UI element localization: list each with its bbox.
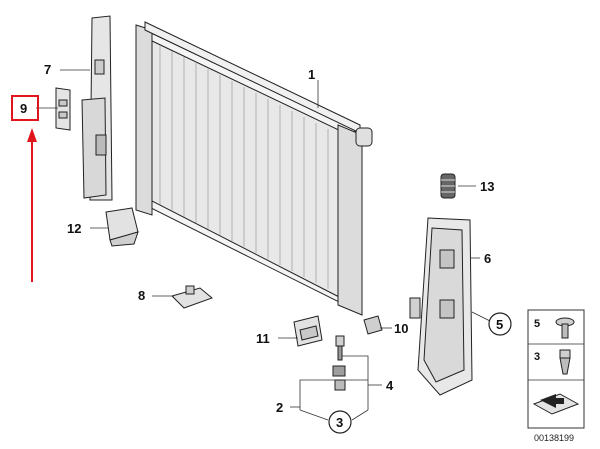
callout-10: 10	[394, 321, 408, 336]
diagram-code: 00138199	[534, 433, 574, 443]
circled-callout-3: 3	[328, 410, 352, 434]
left-bracket-part[interactable]	[81, 15, 113, 201]
holder-part-11[interactable]	[293, 315, 323, 347]
callout-1: 1	[308, 67, 315, 82]
screw-part-upper[interactable]	[335, 335, 345, 361]
pin-icon	[559, 349, 571, 375]
rubber-mount-part-13[interactable]	[440, 173, 456, 199]
clip-part-9[interactable]	[55, 87, 71, 131]
callout-4: 4	[386, 378, 394, 393]
highlight-arrow	[27, 128, 37, 282]
legend-label-3: 3	[534, 351, 540, 363]
callout-2: 2	[276, 400, 283, 415]
callout-9: 9	[20, 101, 27, 116]
highlight-box	[11, 95, 39, 121]
radiator-part[interactable]	[135, 21, 373, 316]
right-air-guide-part[interactable]	[409, 217, 473, 396]
leader-lines	[36, 69, 493, 421]
callout-12: 12	[67, 221, 81, 236]
callout-8: 8	[138, 288, 145, 303]
bracket-part-12[interactable]	[105, 207, 139, 247]
svg-text:5: 5	[496, 317, 503, 332]
callout-7: 7	[44, 62, 51, 77]
radiator-fins	[159, 45, 339, 294]
install-arrow-icon	[532, 393, 580, 415]
holder-part-10[interactable]	[363, 315, 383, 335]
legend-box: 5 3	[527, 309, 585, 429]
callout-11: 11	[256, 331, 270, 346]
callout-6: 6	[484, 251, 491, 266]
callout-13: 13	[480, 179, 494, 194]
screw-part-lower[interactable]	[332, 365, 346, 391]
bracket-part-8[interactable]	[171, 285, 213, 309]
legend-label-5: 5	[534, 318, 540, 330]
circled-callout-5: 5	[488, 312, 512, 336]
screw-icon	[555, 317, 575, 339]
svg-text:3: 3	[336, 415, 343, 430]
